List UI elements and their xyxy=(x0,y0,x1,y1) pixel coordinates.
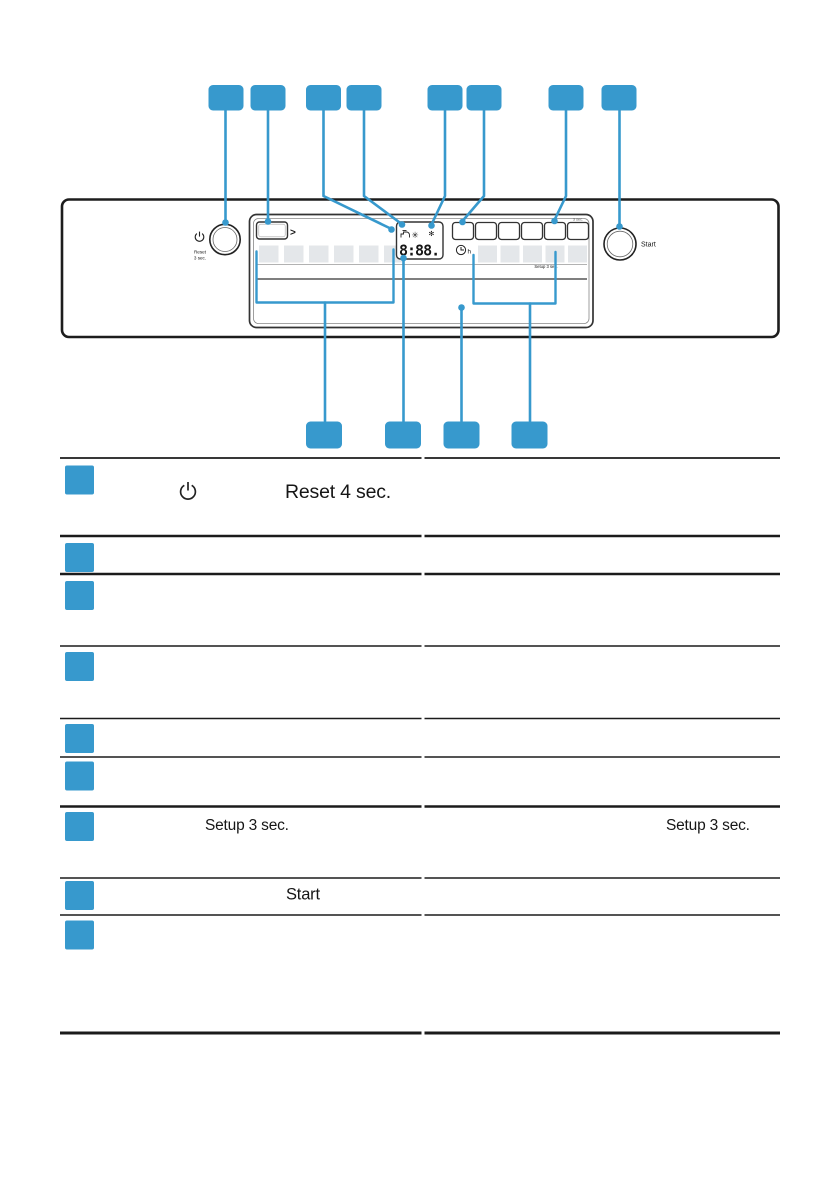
table-row-1: Reset 4 sec. xyxy=(179,481,391,503)
row-marker-1 xyxy=(65,465,94,495)
table-grid xyxy=(60,457,780,1035)
salt-indicator-icon: ✳ xyxy=(412,230,420,240)
start-button-group: Start xyxy=(603,227,656,261)
program-arrow: > xyxy=(290,228,296,239)
leader-top-5 xyxy=(430,108,447,226)
callout-leaders xyxy=(224,108,621,423)
callout-box-top-3 xyxy=(306,85,341,111)
row-8-left-text: Start xyxy=(286,886,320,904)
buttons-hint-label: 3 sec. xyxy=(573,218,583,222)
row-marker-4 xyxy=(65,652,94,681)
dot-option-button-1 xyxy=(459,218,466,226)
row-marker-2 xyxy=(65,543,94,572)
dot-start-knob xyxy=(616,223,623,230)
table-row-8: Start xyxy=(286,886,321,904)
callout-box-top-2 xyxy=(250,85,286,111)
dot-display-bottom xyxy=(400,254,407,262)
row-marker-7 xyxy=(65,812,94,841)
power-reset-seconds: 3 sec. xyxy=(194,256,206,261)
power-knob-inner xyxy=(212,227,238,252)
power-icon xyxy=(194,231,205,242)
start-knob-inner xyxy=(606,230,634,258)
power-icon xyxy=(179,482,197,500)
callout-box-top-4 xyxy=(346,85,382,111)
callout-box-top-1 xyxy=(208,85,244,111)
program-indicator-squares xyxy=(259,245,404,263)
row-marker-8 xyxy=(65,881,94,910)
row-marker-5 xyxy=(65,724,94,753)
row-7-left-text: Setup 3 sec. xyxy=(205,817,289,834)
clock-icon xyxy=(455,244,467,256)
fascia xyxy=(248,213,594,329)
leader-top-7 xyxy=(553,108,568,222)
table-row-7: Setup 3 sec. Setup 3 sec. xyxy=(205,817,750,834)
program-select-button: > xyxy=(255,221,296,240)
row-marker-3 xyxy=(65,581,94,610)
row-7-right-text: Setup 3 sec. xyxy=(666,817,750,834)
dot-option-button-5 xyxy=(551,217,558,225)
dot-rinse-icon xyxy=(428,222,435,229)
dot-display-frame xyxy=(388,226,395,233)
rinse-aid-indicator-icon: ✻ xyxy=(429,230,435,238)
dot-program-button xyxy=(264,218,272,225)
row-marker-6 xyxy=(65,761,94,791)
leader-bottom-4-bracket xyxy=(472,250,557,305)
row-marker-9 xyxy=(65,920,94,950)
display-value: 8:88. xyxy=(399,242,439,260)
time-indicator-squares xyxy=(478,245,587,263)
callout-box-bottom-1 xyxy=(306,421,342,449)
display: ✳ ✻ 8:88. xyxy=(395,221,444,260)
callout-box-bottom-3 xyxy=(443,421,480,449)
leader-top-3 xyxy=(322,108,392,230)
callout-box-top-5 xyxy=(427,85,463,111)
start-knob-label: Start xyxy=(641,242,656,249)
table-row-markers xyxy=(65,465,94,950)
callout-box-top-8 xyxy=(601,85,637,111)
option-buttons-row: 3 sec. xyxy=(451,218,590,241)
power-button-group: Reset 3 sec. xyxy=(194,223,242,261)
dot-info-area xyxy=(458,304,465,311)
callout-boxes-top xyxy=(208,85,637,111)
leader-top-6 xyxy=(461,108,486,223)
leader-top-4 xyxy=(362,108,403,225)
setup-hint-label: Setup 3 sec. xyxy=(534,264,557,269)
callout-box-bottom-4 xyxy=(511,421,548,449)
dot-power-knob xyxy=(222,219,229,226)
callout-boxes-bottom xyxy=(306,421,548,449)
callout-box-top-7 xyxy=(548,85,584,111)
dot-tap-salt-icons xyxy=(398,221,406,228)
callout-box-bottom-2 xyxy=(385,421,421,449)
row-1-text: Reset 4 sec. xyxy=(285,481,391,503)
power-reset-label: Reset xyxy=(194,250,207,255)
timer-unit-label: h xyxy=(468,249,472,256)
tap-water-icon xyxy=(400,230,410,238)
callout-dots xyxy=(222,217,623,311)
callout-box-top-6 xyxy=(466,85,502,111)
